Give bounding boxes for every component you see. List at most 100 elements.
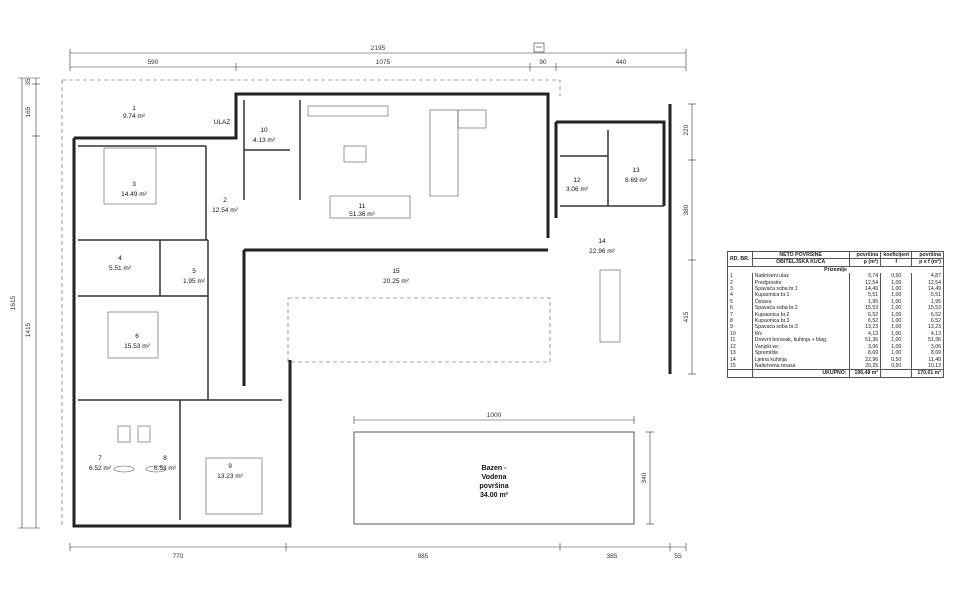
table-cell-f: 1,00 (880, 337, 913, 344)
dim-bottom-3: 385 (607, 553, 618, 560)
svg-text:6.52 m²: 6.52 m² (154, 465, 177, 472)
svg-text:5.51 m²: 5.51 m² (109, 265, 132, 272)
entrance-label: ULAZ (214, 119, 231, 126)
table-total-row: UKUPNO: 196,48 m² 170,01 m² (727, 369, 944, 378)
svg-text:14: 14 (598, 238, 606, 245)
table-cell-pf: 6,52 (911, 318, 944, 325)
svg-text:Vodena: Vodena (482, 474, 507, 481)
table-cell-pf: 11,48 (911, 356, 944, 363)
table-cell-name: Ljetna kuhinja (751, 356, 850, 363)
table-cell-f: 0,50 (880, 362, 913, 371)
table-cell-f: 1,00 (880, 324, 913, 331)
svg-text:7: 7 (98, 455, 102, 462)
table-cell-pf: 12,54 (911, 279, 944, 287)
table-cell-pf: 4,87 (911, 273, 944, 280)
dim-left-top-b: 165 (25, 106, 32, 117)
room-14: 14 22.96 m² (589, 238, 615, 255)
svg-text:6.52 m²: 6.52 m² (89, 465, 112, 472)
room-11: 11 51.36 m² (349, 203, 375, 218)
area-table: RD. BR. NETO POVRŠINE površina koeficije… (727, 250, 944, 378)
dim-top-1: 590 (148, 59, 159, 66)
furniture (103, 105, 621, 515)
table-cell-name: Kupaonica br.3 (751, 318, 850, 325)
floor-plan: 2195 590 1075 90 440 770 985 385 55 1615… (10, 42, 696, 560)
svg-text:8.69 m²: 8.69 m² (625, 177, 648, 184)
table-cell-pf: 13,23 (911, 324, 944, 331)
table-cell-f: 1,00 (880, 298, 913, 306)
dim-pool-width: 1000 (487, 412, 502, 419)
svg-text:10: 10 (260, 127, 268, 134)
table-section-row: Prizemlje (727, 266, 944, 274)
svg-text:13.23 m²: 13.23 m² (217, 473, 243, 480)
dim-left-outer: 1615 (10, 295, 17, 310)
dim-bottom-2: 985 (418, 553, 429, 560)
dim-right-1: 220 (683, 124, 690, 135)
svg-text:8: 8 (163, 455, 167, 462)
svg-text:5: 5 (192, 268, 196, 275)
svg-text:4.13 m²: 4.13 m² (253, 137, 276, 144)
table-cell-pf: 3,06 (911, 343, 944, 351)
table-cell-no: 15 (727, 362, 753, 371)
room-7: 7 6.52 m² (89, 455, 112, 472)
room-6: 6 15.53 m² (124, 333, 150, 350)
svg-text:51.36 m²: 51.36 m² (349, 211, 375, 218)
svg-text:12: 12 (573, 177, 581, 184)
svg-text:15.53 m²: 15.53 m² (124, 343, 150, 350)
table-cell-name: Ostava (751, 298, 850, 306)
svg-text:površina: površina (479, 483, 508, 490)
svg-text:1: 1 (132, 105, 136, 112)
svg-text:6: 6 (135, 333, 139, 340)
dim-bottom-1: 770 (173, 553, 184, 560)
svg-text:15: 15 (392, 268, 400, 275)
table-cell-name: Spremište (751, 350, 850, 357)
svg-text:13: 13 (632, 167, 640, 174)
svg-text:Bazen -: Bazen - (482, 465, 508, 472)
table-cell-f: 1,00 (880, 330, 913, 338)
table-cell-pf: 6,52 (911, 311, 944, 319)
dim-left-inner: 1415 (25, 322, 32, 337)
room-2: 2 12.54 m² (212, 197, 238, 214)
dim-top-2: 1075 (376, 59, 391, 66)
table-subheader-row: OBITELJSKA KUĆA p (m²) f p x f (m²) (728, 258, 944, 267)
dim-bottom-4: 55 (674, 553, 682, 560)
room-5: 5 1.95 m² (183, 268, 206, 285)
dim-right-3: 415 (683, 311, 690, 322)
table-cell-pf: 10,13 (911, 362, 944, 371)
table-cell-pf: 14,49 (911, 286, 944, 293)
table-cell-pf: 1,95 (911, 298, 944, 306)
room-8: 8 6.52 m² (154, 455, 177, 472)
table-cell-name: Natkrivena terasa (751, 362, 850, 371)
compass-icon (533, 42, 545, 53)
svg-text:3: 3 (132, 181, 136, 188)
table-cell-pf: 5,51 (911, 292, 944, 299)
table-cell-f: 1,00 (880, 350, 913, 357)
table-cell-pf: 51,36 (911, 337, 944, 344)
table-cell-name: Natkriveni ulaz (751, 273, 850, 280)
svg-text:1.95 m²: 1.95 m² (183, 278, 206, 285)
pool (353, 431, 635, 525)
dim-top-3: 90 (539, 59, 547, 66)
svg-text:4: 4 (118, 255, 122, 262)
table-cell-f: 1,00 (880, 286, 913, 293)
svg-text:14.49 m²: 14.49 m² (121, 191, 147, 198)
room-13: 13 8.69 m² (625, 167, 648, 184)
pool-label: Bazen - Vodena površina 34.00 m² (479, 465, 508, 499)
table-cell-name: Vanjski wc (751, 343, 850, 351)
table-cell-name: Spavaća soba br.2 (751, 305, 850, 312)
dim-left-top-a: 35 (25, 78, 32, 86)
table-header-row: RD. BR. NETO POVRŠINE površina koeficije… (727, 250, 944, 267)
table-cell-f: 1,00 (880, 305, 913, 312)
svg-text:22.96 m²: 22.96 m² (589, 248, 615, 255)
svg-text:2: 2 (223, 197, 227, 204)
table-cell-p: 20,25 (848, 362, 882, 371)
